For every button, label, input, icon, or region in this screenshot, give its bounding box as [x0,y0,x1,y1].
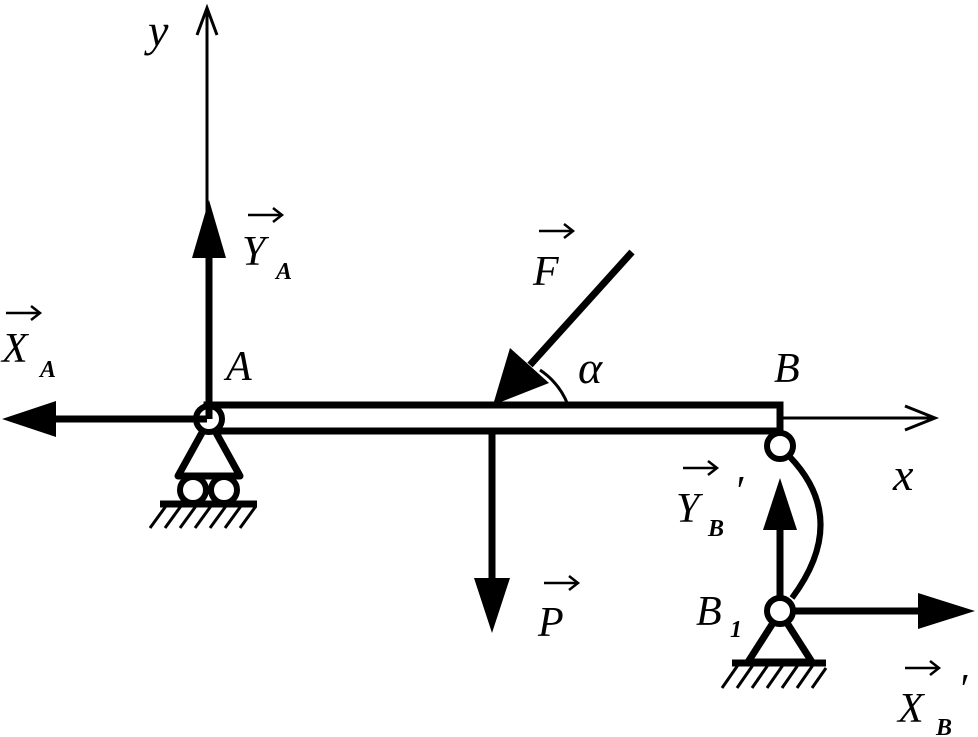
x-axis-label: x [892,449,914,500]
force-xa-subscript: A [38,357,56,383]
point-b1-letter: B [696,589,722,635]
force-xa-arrow [2,401,207,437]
force-p-arrow [474,428,510,633]
force-f-label: F [532,223,576,295]
force-p-label: P [537,575,581,646]
force-f-letter: F [532,249,559,295]
beam [203,401,784,435]
angle-alpha-arc [539,368,570,406]
hinge-b [764,430,796,462]
force-xb-arrow [792,593,975,629]
pin-support-b1 [720,608,828,689]
y-axis-label: y [144,5,169,56]
force-yb-label: Y B ′ [676,460,744,542]
force-yb-letter: Y [676,486,704,532]
point-b1-label: B 1 [696,589,742,643]
x-axis [780,404,940,432]
force-xb-subscript: B [935,715,952,737]
force-ya-subscript: A [274,259,292,285]
force-yb-arrow [763,478,797,598]
force-yb-subscript: B [707,516,724,542]
force-f-arrow [493,249,635,405]
link-b-b1 [787,454,824,600]
roller-support-a [148,416,258,529]
force-p-letter: P [537,600,564,646]
force-xb-prime: ′ [958,667,968,713]
force-ya-letter: Y [242,229,270,275]
point-a-label: A [223,344,252,390]
force-ya-arrow [192,200,226,419]
point-b-label: B [774,346,800,392]
force-xb-letter: X [896,686,926,732]
force-yb-prime: ′ [734,469,744,515]
angle-alpha-label: α [578,342,603,393]
force-xa-label: X A [0,305,56,383]
point-b1-subscript: 1 [730,617,742,643]
hinge-b1 [764,595,796,627]
force-xb-label: X B ′ [896,660,968,737]
force-ya-label: Y A [242,207,292,285]
force-xa-letter: X [0,326,30,372]
